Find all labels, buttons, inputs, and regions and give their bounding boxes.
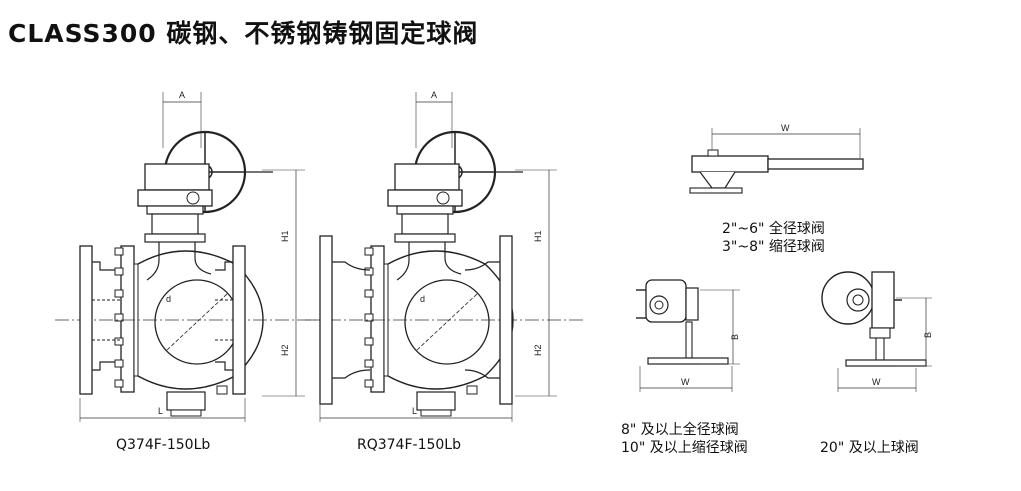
caption-lever-line2: 3"~8" 缩径球阀	[722, 239, 825, 255]
dim-h2-label-2: H2	[533, 344, 543, 356]
lever-operator-drawing	[689, 128, 864, 194]
caption-gear-large: 20" 及以上球阀	[820, 440, 919, 456]
caption-lever-line1: 2"~6" 全径球阀	[722, 221, 825, 237]
dim-l-label-1: L	[158, 406, 163, 416]
dim-b-label-gear-large: B	[923, 332, 933, 338]
dim-a-label-1: A	[179, 90, 185, 100]
dim-h1-label-1: H1	[280, 230, 290, 242]
page-title: CLASS300 碳钢、不锈钢铸钢固定球阀	[8, 19, 479, 48]
gear-operator-small-drawing	[636, 279, 740, 392]
dim-d-label-2: d	[420, 294, 425, 304]
valve-q374f-drawing	[53, 92, 337, 422]
dim-w-label-lever: W	[781, 123, 790, 133]
dim-h1-label-2: H1	[533, 230, 543, 242]
gear-operator-large-drawing	[821, 271, 932, 392]
caption-gear-small-line2: 10" 及以上缩径球阀	[621, 440, 748, 456]
dim-w-label-gear-small: W	[681, 377, 690, 387]
caption-valve-q374f: Q374F-150Lb	[116, 437, 211, 453]
dim-a-label-2: A	[431, 90, 437, 100]
dim-h2-label-1: H2	[280, 344, 290, 356]
caption-valve-rq374f: RQ374F-150Lb	[357, 437, 461, 453]
valve-rq374f-drawing	[303, 92, 587, 422]
dim-b-label-gear-small: B	[730, 334, 740, 340]
dim-d-label-1: d	[166, 294, 171, 304]
caption-gear-small-line1: 8" 及以上全径球阀	[621, 422, 739, 438]
dim-w-label-gear-large: W	[872, 377, 881, 387]
dim-l-label-2: L	[412, 406, 417, 416]
